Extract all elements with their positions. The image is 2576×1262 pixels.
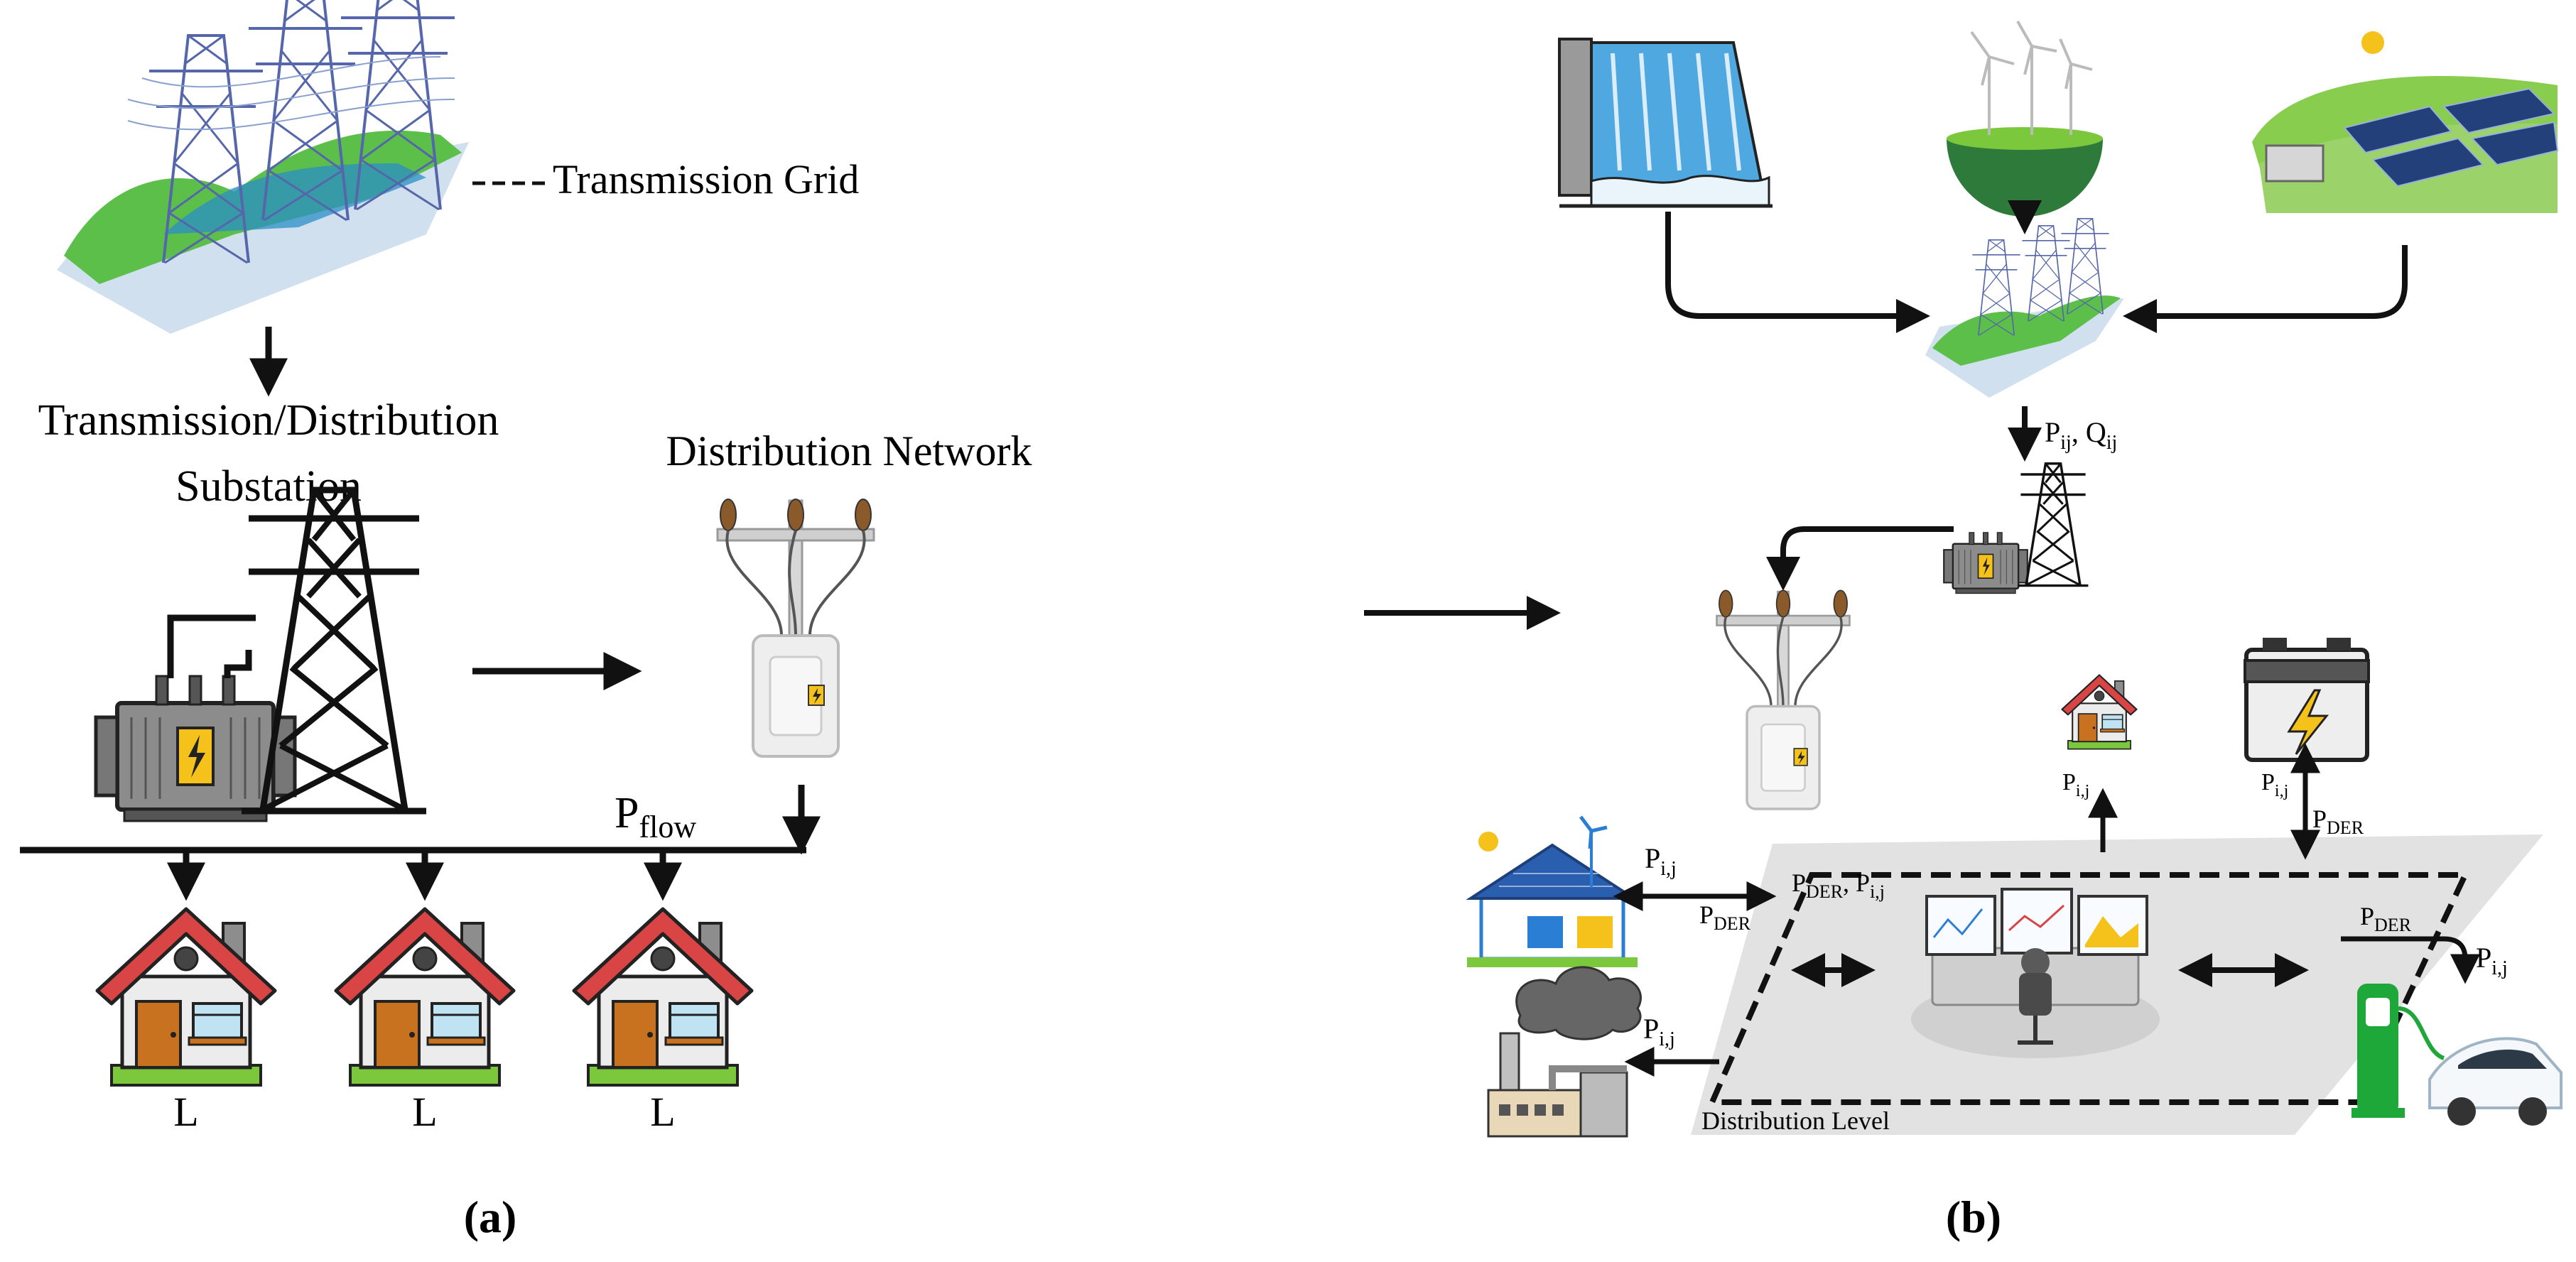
substation-label-line2: Substation	[175, 462, 362, 511]
caption-a: (a)	[464, 1192, 517, 1242]
pder-label-ev: PDER	[2360, 902, 2412, 935]
panel-b: Pij, Qij Distribution Level	[1466, 21, 2563, 1242]
transmission-grid-label: Transmission Grid	[553, 156, 859, 202]
pq-label: Pij, Qij	[2045, 416, 2117, 454]
load-house-2: L	[336, 850, 514, 1135]
distribution-level-label: Distribution Level	[1701, 1106, 1890, 1135]
arrow-platform-to-ev	[2341, 936, 2480, 984]
solar-house-icon	[1466, 815, 1639, 967]
house-icon-b	[2061, 674, 2138, 750]
pij-label-solar-house: Pi,j	[1645, 842, 1677, 880]
arrow-solar-to-grid	[2123, 245, 2408, 333]
wind-farm-icon	[1947, 21, 2103, 217]
substation-icon-b	[1942, 462, 2090, 594]
panel-a: Transmission Grid Transmission/Distribut…	[20, 0, 1032, 1242]
factory-icon	[1487, 966, 1642, 1138]
pij-label-ev: Pi,j	[2476, 942, 2508, 979]
load-label-2: L	[412, 1089, 437, 1135]
pij-label-battery: Pi,j	[2261, 769, 2288, 800]
substation-label-line1: Transmission/Distribution	[38, 396, 499, 445]
load-house-1: L	[97, 850, 275, 1135]
caption-b: (b)	[1946, 1192, 2001, 1242]
ev-charging-icon	[2352, 984, 2563, 1126]
substation-illustration	[96, 490, 426, 821]
arrow-substation-to-pole-b	[1766, 526, 1954, 591]
load-label-3: L	[650, 1089, 675, 1135]
pij-label-house: Pi,j	[2062, 769, 2089, 800]
arrow-hydro-to-grid	[1665, 212, 1930, 333]
solar-farm-icon	[2252, 31, 2559, 214]
p-flow-label: Pflow	[615, 789, 696, 844]
distribution-pole-icon	[716, 498, 875, 758]
pij-label-factory: Pi,j	[1643, 1013, 1675, 1050]
pder-pij-label-platform: PDER, Pi,j	[1792, 869, 1885, 902]
transmission-grid-node	[1925, 217, 2124, 398]
battery-icon	[2244, 638, 2370, 762]
hydro-dam-icon	[1556, 36, 1773, 208]
pder-label-battery: PDER	[2312, 805, 2364, 838]
transmission-grid-illustration	[57, 0, 469, 334]
pder-label-solar-house: PDER	[1699, 901, 1751, 934]
load-label-1: L	[173, 1089, 198, 1135]
load-house-3: L	[574, 850, 752, 1135]
distribution-network-label: Distribution Network	[666, 428, 1032, 474]
control-room-icon	[1911, 888, 2160, 1058]
distribution-pole-icon-b	[1715, 589, 1851, 810]
